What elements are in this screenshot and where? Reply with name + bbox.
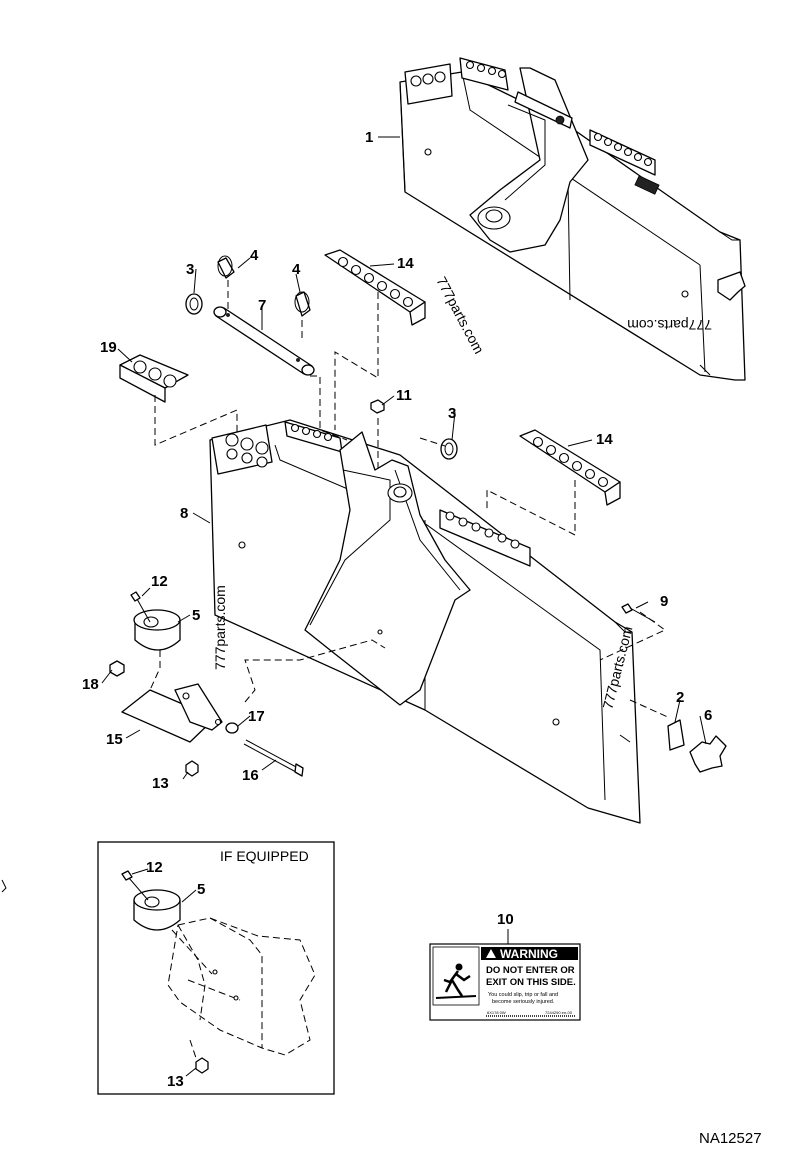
document-number: NA12527 — [699, 1130, 762, 1147]
lynch-pin-4-right — [294, 291, 311, 317]
warning-header: WARNING — [500, 947, 558, 961]
warning-decal-10: 10 WARNING DO NOT ENTER OR EXIT ON THIS … — [429, 911, 581, 1021]
callout-13a: 13 — [152, 775, 169, 792]
warning-line-4: become seriously injured. — [492, 999, 555, 1005]
callout-9: 9 — [660, 593, 668, 610]
hole-plate-19 — [119, 354, 189, 403]
callout-1: 1 — [365, 129, 373, 146]
callout-14b: 14 — [596, 431, 613, 448]
callout-7: 7 — [258, 297, 266, 314]
callout-11: 11 — [396, 387, 412, 404]
callout-4a: 4 — [250, 247, 259, 264]
callout-5b: 5 — [197, 881, 205, 898]
callout-13b: 13 — [167, 1073, 184, 1090]
inset-title: IF EQUIPPED — [220, 848, 309, 864]
warning-code-right: 7244290 en-00 — [545, 1010, 573, 1015]
ring-3-upper — [185, 293, 203, 315]
callout-18: 18 — [82, 676, 99, 693]
callout-14a: 14 — [397, 255, 414, 272]
assembly-dashes — [149, 280, 671, 719]
callout-10: 10 — [497, 911, 514, 928]
callout-2: 2 — [676, 689, 684, 706]
callout-6: 6 — [704, 707, 712, 724]
watermark-1: 777parts.com — [433, 274, 487, 356]
hole-plate-14-upper — [324, 249, 426, 326]
watermark-3: 777parts.com — [212, 585, 228, 670]
bolt-12 — [130, 591, 151, 623]
callout-labels: 1 3 4 4 14 7 19 11 3 14 8 12 5 9 18 2 17… — [82, 129, 712, 792]
callout-4b: 4 — [292, 261, 301, 278]
bolt-16 — [243, 739, 304, 777]
warning-line-1: DO NOT ENTER OR — [486, 965, 575, 976]
callout-15: 15 — [106, 731, 123, 748]
warning-line-3: You could slip, trip or fall and — [488, 992, 558, 998]
lynch-pin-4-left — [217, 255, 235, 279]
callout-5a: 5 — [192, 607, 200, 624]
hole-plate-14-lower — [519, 429, 621, 506]
callout-19: 19 — [100, 339, 117, 356]
washer-17 — [225, 722, 239, 734]
nut-13 — [185, 760, 199, 777]
callout-12a: 12 — [151, 573, 168, 590]
warning-code-left: 6X178 0W — [487, 1010, 506, 1015]
callout-8: 8 — [180, 505, 188, 522]
callout-3b: 3 — [448, 405, 456, 422]
watermark-2: 777parts.com — [627, 317, 712, 333]
callout-3a: 3 — [186, 261, 194, 278]
inset-if-equipped: IF EQUIPPED 12 5 13 — [97, 841, 335, 1095]
mounting-frame-upper — [399, 57, 746, 381]
nut-18 — [109, 660, 125, 677]
clip-2 — [667, 719, 685, 751]
leader-lines — [101, 136, 707, 780]
warning-line-2: EXIT ON THIS SIDE. — [486, 977, 576, 988]
knob-6 — [689, 735, 727, 773]
callout-12b: 12 — [146, 859, 163, 876]
bumper-5 — [133, 609, 181, 651]
callout-16: 16 — [242, 767, 259, 784]
ring-3-lower — [440, 438, 458, 460]
callout-17: 17 — [248, 708, 265, 725]
mounting-frame-lower — [209, 419, 641, 824]
nut-11 — [370, 399, 385, 414]
bracket-15 — [121, 683, 223, 743]
pin-7 — [213, 306, 315, 376]
